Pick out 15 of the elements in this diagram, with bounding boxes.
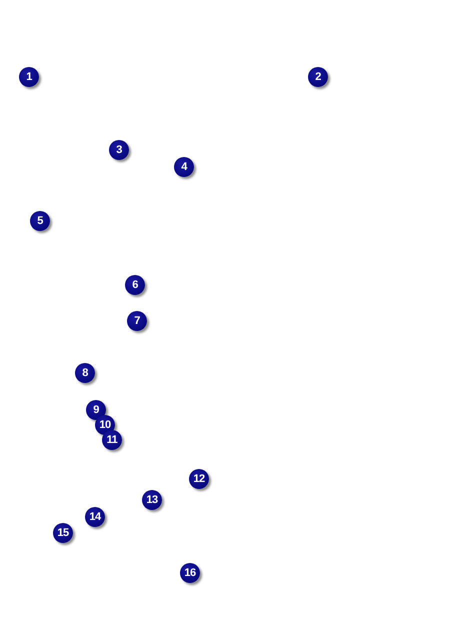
callout-number: 2 [308,67,328,87]
callout-number: 8 [75,363,95,383]
callout-number: 7 [127,311,147,331]
callout-number: 4 [174,157,194,177]
callout-number: 5 [30,211,50,231]
callout-number: 16 [180,563,200,583]
callout-number: 3 [109,140,129,160]
callout-number: 11 [102,430,122,450]
callout-number: 13 [142,490,162,510]
callout-number: 12 [189,469,209,489]
callout-number: 6 [125,275,145,295]
callout-number: 14 [85,507,105,527]
callout-number: 9 [86,400,106,420]
callout-number: 15 [53,523,73,543]
callout-number: 1 [19,67,39,87]
